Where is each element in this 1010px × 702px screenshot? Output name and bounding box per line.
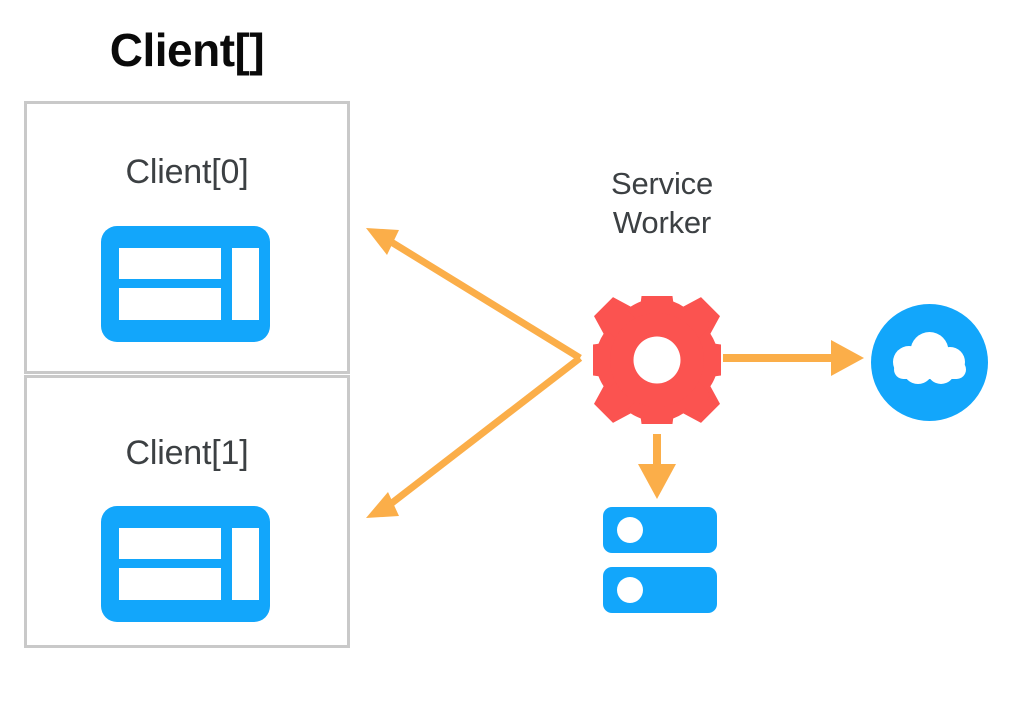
browser-window-icon (101, 506, 270, 622)
arrow-service-worker-to-client-1 (366, 355, 583, 518)
service-worker-label-line-2: Worker (612, 204, 712, 240)
storage-indicator-dot (617, 577, 643, 603)
storage-bar-bottom (603, 567, 717, 613)
clients-group-title: Client[] (109, 24, 265, 76)
service-worker-label: Service Worker (560, 165, 764, 243)
cloud-icon (871, 304, 988, 421)
storage-icon (603, 507, 717, 613)
arrow-service-worker-to-cloud (723, 340, 864, 376)
service-worker-label-line-1: Service (611, 166, 713, 201)
window-pane-right (232, 528, 259, 600)
gear-icon (579, 281, 735, 439)
arrow-service-worker-to-storage (638, 434, 676, 499)
storage-bar-top (603, 507, 717, 553)
client-0-label: Client[0] (125, 153, 249, 191)
window-pane-top-left (119, 248, 221, 279)
arrow-service-worker-to-client-0 (366, 228, 582, 361)
window-pane-bottom-left (119, 288, 221, 320)
window-pane-bottom-left (119, 568, 221, 600)
window-pane-top-left (119, 528, 221, 559)
storage-indicator-dot (617, 517, 643, 543)
client-1-label: Client[1] (125, 434, 249, 472)
window-pane-right (232, 248, 259, 320)
browser-window-icon (101, 226, 270, 342)
